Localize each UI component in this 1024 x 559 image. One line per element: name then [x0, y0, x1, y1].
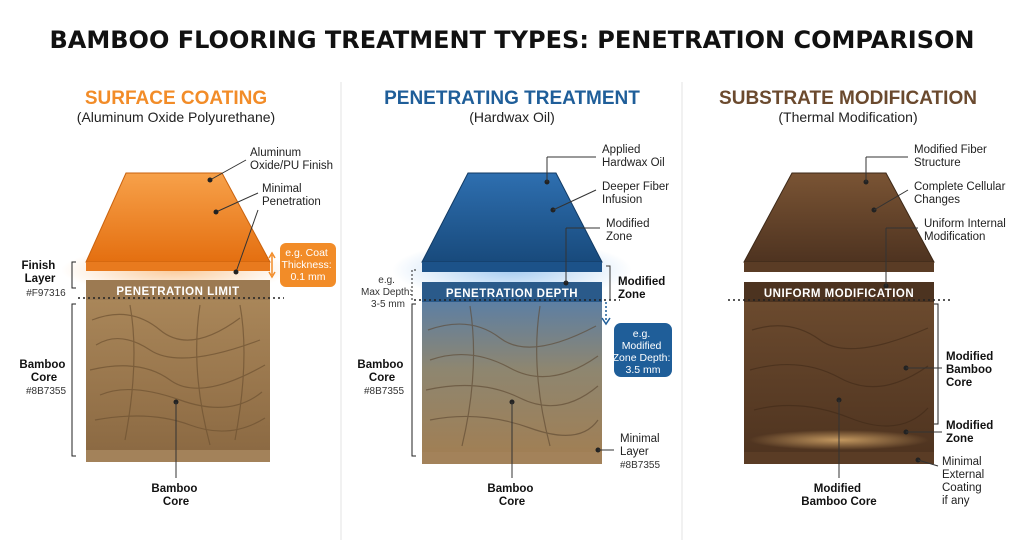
- label-modified-core: Modified Bamboo Core: [946, 351, 996, 389]
- callout-minimal: Minimal Penetration: [262, 183, 321, 208]
- callout-line: [552, 189, 597, 211]
- callout-dot: [207, 177, 213, 183]
- depth-arrow-head: [601, 317, 611, 326]
- hardwax-layer-top: [421, 172, 603, 263]
- label-modified-zone: Modified Zone: [946, 420, 996, 445]
- modified-slab: [744, 262, 934, 272]
- label-core-color: #8B7355: [364, 386, 404, 397]
- label-max-depth: e.g. Max Depth: 3-5 mm: [361, 275, 415, 310]
- callout-modified: Modified Zone: [606, 218, 653, 243]
- badge-text: e.g. Coat Thickness: 0.1 mm: [281, 247, 334, 283]
- callout-fiber: Modified Fiber Structure: [914, 144, 990, 169]
- finish-layer-top: [85, 172, 271, 263]
- panel-substrate-modification: SUBSTRATE MODIFICATION (Thermal Modifica…: [719, 88, 1009, 508]
- panel-heading: SURFACE COATING: [85, 88, 267, 109]
- zone-depth-badge: [614, 323, 672, 377]
- callout-line: [873, 189, 909, 211]
- badge-text: e.g. Modified Zone Depth: 3.5 mm: [613, 328, 674, 376]
- label-modified-zone: Modified Zone: [618, 276, 668, 301]
- callout-dot: [213, 209, 219, 215]
- label-bamboo-core: Bamboo Core: [19, 359, 68, 384]
- band-label: PENETRATION LIMIT: [116, 286, 239, 298]
- main-title: BAMBOO FLOORING TREATMENT TYPES: PENETRA…: [50, 26, 975, 54]
- modified-layer-top: [743, 172, 935, 263]
- panel-penetrating-treatment: PENETRATING TREATMENT (Hardwax Oil) PENE…: [357, 88, 674, 508]
- bracket: [71, 303, 76, 457]
- bracket: [411, 303, 416, 457]
- bamboo-grain: [749, 325, 929, 427]
- panel-heading: PENETRATING TREATMENT: [384, 88, 640, 109]
- bamboo-grain: [425, 305, 599, 447]
- label-bottom-core: Bamboo Core: [487, 483, 536, 508]
- panel-subheading: (Aluminum Oxide Polyurethane): [77, 109, 275, 125]
- penetration-band: [422, 282, 602, 302]
- callout-line: [215, 192, 259, 213]
- panel-subheading: (Hardwax Oil): [469, 109, 555, 125]
- bracket: [606, 265, 611, 300]
- penetration-band: [86, 280, 270, 300]
- callout-applied: Applied Hardwax Oil: [602, 144, 665, 169]
- label-minimal-layer: Minimal Layer #8B7355: [620, 433, 663, 471]
- bracket: [411, 269, 416, 301]
- label-finish-layer: Finish Layer: [21, 260, 58, 285]
- thickness-arrow-heads: [268, 251, 276, 279]
- callout-deeper: Deeper Fiber Infusion: [602, 181, 672, 206]
- callout-line: [235, 209, 259, 273]
- hardwax-slab: [422, 262, 602, 272]
- bracket: [71, 261, 76, 289]
- panel-surface-coating: SURFACE COATING (Aluminum Oxide Polyuret…: [19, 88, 336, 508]
- finish-layer-slab: [86, 262, 270, 271]
- label-bamboo-core: Bamboo Core: [357, 359, 406, 384]
- band-label: UNIFORM MODIFICATION: [764, 288, 914, 300]
- callout-uniform: Uniform Internal Modification: [924, 218, 1009, 243]
- label-core-color: #8B7355: [26, 386, 66, 397]
- callout-line: [917, 459, 939, 467]
- bottom-strip: [86, 450, 270, 462]
- callout-line: [209, 159, 247, 181]
- label-bottom-core: Bamboo Core: [151, 483, 200, 508]
- panel-heading: SUBSTRATE MODIFICATION: [719, 88, 977, 109]
- panel-subheading: (Thermal Modification): [778, 109, 917, 125]
- coat-thickness-badge: [280, 243, 336, 287]
- label-finish-color: #F97316: [26, 288, 66, 299]
- bamboo-grain: [89, 304, 266, 446]
- bamboo-core-block: [86, 300, 270, 450]
- band-label: PENETRATION DEPTH: [446, 288, 578, 300]
- bracket: [934, 303, 939, 425]
- label-minimal-coating: Minimal External Coating if any: [942, 456, 987, 507]
- label-bottom-core: Modified Bamboo Core: [801, 483, 876, 508]
- callout-cellular: Complete Cellular Changes: [914, 181, 1009, 206]
- callout-finish: Aluminum Oxide/PU Finish: [250, 147, 333, 172]
- callout-dot: [233, 269, 239, 275]
